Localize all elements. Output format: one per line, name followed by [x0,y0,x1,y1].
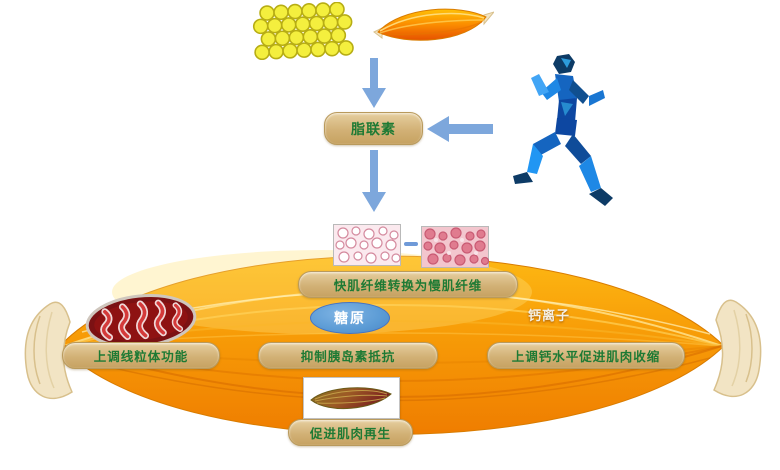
regenerating-muscle-icon [310,387,392,410]
mitochondria-icon [85,294,197,348]
slow-fiber-micrograph [421,226,489,268]
fast-fiber-micrograph [333,224,401,266]
mito-function-text: 上调线粒体功能 [93,350,189,364]
muscle-regeneration-text: 促进肌肉再生 [309,427,391,441]
fiber-conversion-text: 快肌纤维转换为慢肌纤维 [333,279,483,293]
mito-function-label: 上调线粒体功能 [62,342,220,369]
running-man-icon [513,54,613,206]
adiponectin-label: 脂联素 [324,112,423,145]
conversion-dash [404,242,418,246]
muscle-regeneration-label: 促进肌肉再生 [288,419,413,446]
fiber-conversion-label: 快肌纤维转换为慢肌纤维 [298,271,518,298]
calcium-contraction-text: 上调钙水平促进肌肉收缩 [511,350,661,364]
glycogen-label: 糖原 [310,302,390,334]
arrow-left-runner-to-adiponectin [427,116,493,142]
calcium-ion-text: 钙离子 [528,308,571,323]
insulin-resistance-label: 抑制胰岛素抵抗 [258,342,438,369]
arrow-down-adiponectin-to-muscle [362,150,386,212]
arrow-down-fat-to-adiponectin [362,58,386,108]
adipocyte-cluster-icon [252,2,354,60]
adiponectin-text: 脂联素 [351,120,396,137]
insulin-resistance-text: 抑制胰岛素抵抗 [300,350,396,364]
muscle-fiber-icon [373,8,494,41]
calcium-ion-label: 钙离子 [528,305,570,324]
calcium-contraction-label: 上调钙水平促进肌肉收缩 [487,342,685,369]
regenerating-muscle-box [303,377,400,419]
glycogen-text: 糖原 [334,310,366,326]
